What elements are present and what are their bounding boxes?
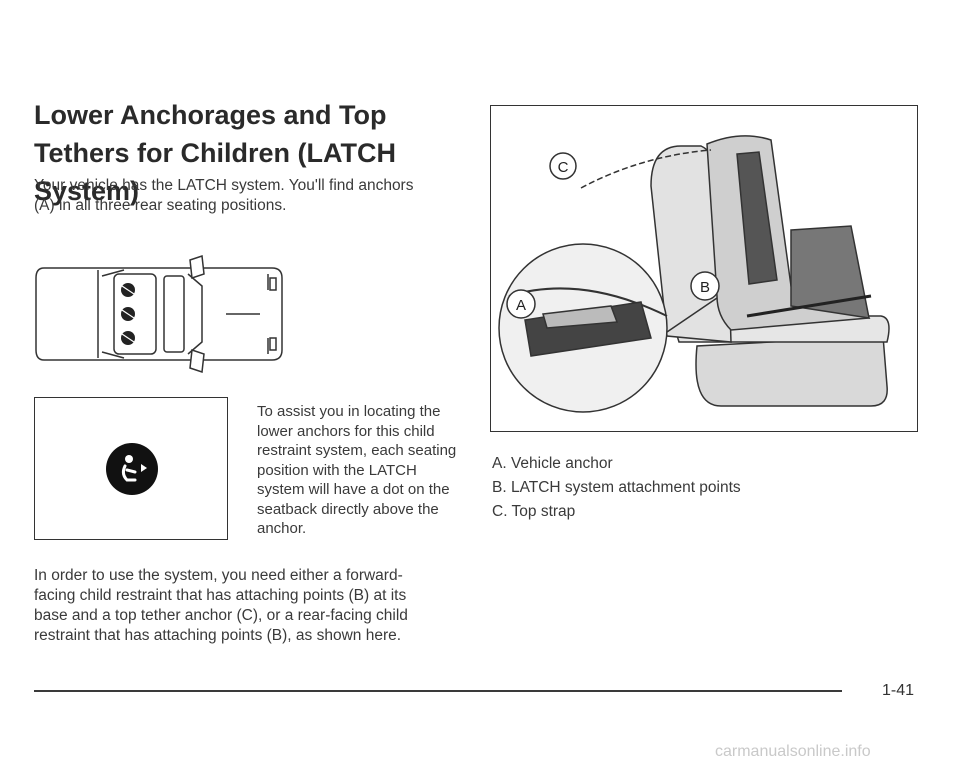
legend-item-c: C. Top strap (492, 503, 576, 520)
figure-legend: A. Vehicle anchor B. LATCH system attach… (492, 452, 741, 524)
latch-dot-description: To assist you in locating the lower anch… (257, 403, 457, 537)
child-seat-figure: C A B (490, 105, 918, 432)
vehicle-top-view-diagram (32, 252, 292, 378)
page-title: Lower Anchorages and Top Tethers for Chi… (34, 100, 396, 206)
callout-c-label: C (558, 159, 569, 176)
page-number: 1-41 (882, 682, 915, 699)
intro-paragraph: Your vehicle has the LATCH system. You'l… (34, 177, 414, 214)
usage-paragraph: In order to use the system, you need eit… (34, 567, 408, 644)
seatback-dot-illustration (34, 397, 228, 540)
callout-a-label: A (516, 297, 526, 314)
footer-rule (34, 690, 842, 692)
child-seat-dot-icon (106, 443, 158, 495)
legend-item-a: A. Vehicle anchor (492, 455, 613, 472)
callout-b-label: B (700, 279, 710, 296)
watermark: carmanualsonline.info (715, 743, 871, 760)
legend-item-b: B. LATCH system attachment points (492, 479, 741, 496)
